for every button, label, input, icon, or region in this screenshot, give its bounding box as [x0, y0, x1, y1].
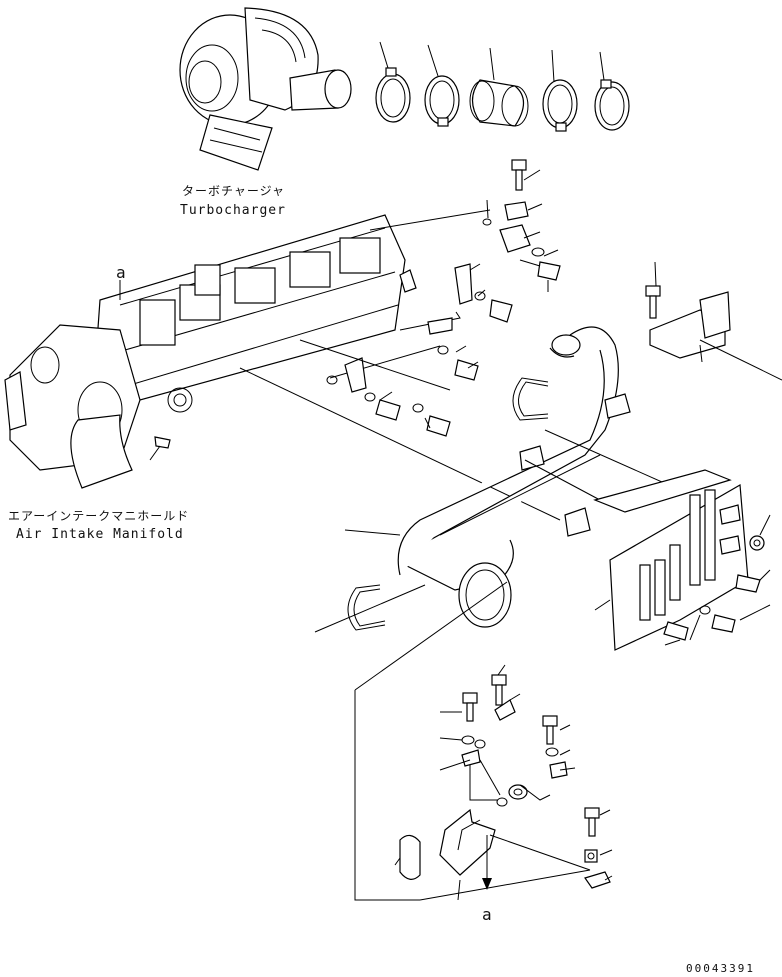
pipe-clamp: [519, 445, 545, 471]
hose-clamp: [375, 67, 411, 123]
reference-a-detail: a: [482, 905, 492, 924]
nut: [549, 761, 568, 779]
mounting-plate: [593, 469, 749, 651]
turbocharger-label-en: Turbocharger: [180, 203, 286, 218]
bolt: [711, 614, 736, 633]
sensor: [399, 269, 417, 293]
bolt: [462, 692, 478, 722]
washer: [437, 345, 449, 355]
bracket: [584, 871, 611, 889]
bolt: [454, 359, 479, 381]
washer: [496, 797, 508, 807]
manifold-label-en: Air Intake Manifold: [16, 527, 184, 542]
washer: [699, 605, 711, 615]
bracket: [649, 291, 731, 359]
manifold-label-jp: エアーインテークマニホールド: [8, 509, 189, 523]
reference-arrow: [482, 835, 492, 890]
hose-clamp: [542, 79, 578, 132]
reference-a-manifold: a: [116, 263, 126, 282]
air-pipe: [397, 326, 619, 628]
washer: [326, 375, 338, 385]
bolt: [519, 259, 561, 281]
washer: [474, 739, 486, 749]
turbocharger-label-jp: ターボチャージャ: [182, 184, 285, 198]
nut: [749, 535, 765, 551]
bracket: [329, 345, 441, 393]
hose-clamp: [424, 75, 460, 127]
pipe-clamp: [604, 393, 631, 419]
bolt: [375, 399, 401, 421]
bolt: [491, 674, 507, 706]
bracket: [461, 749, 481, 767]
bolt: [584, 807, 600, 837]
bracket: [399, 311, 461, 335]
intake-hose: [469, 79, 529, 127]
bracket: [494, 699, 516, 721]
bolt: [645, 285, 661, 319]
washer: [474, 291, 486, 301]
bolt: [542, 715, 558, 745]
washer: [482, 218, 492, 226]
pipe-clamp: [564, 507, 591, 537]
bolt: [735, 574, 761, 593]
washer: [461, 735, 475, 745]
u-bolt: [347, 584, 386, 631]
bolt: [489, 299, 513, 323]
sensor: [499, 201, 545, 257]
drawing-number: 00043391: [686, 962, 755, 975]
bracket: [439, 808, 496, 876]
pipe-clamp: [399, 834, 421, 880]
washer: [364, 392, 376, 402]
washer: [412, 403, 424, 413]
u-bolt: [512, 377, 549, 421]
bolt: [426, 415, 451, 437]
nut: [584, 849, 598, 863]
bracket: [454, 263, 473, 305]
hose-clamp: [594, 79, 630, 131]
air-intake-manifold: [4, 214, 406, 489]
turbocharger: [179, 7, 352, 171]
bolt: [663, 621, 689, 641]
washer: [508, 784, 528, 800]
washer: [545, 747, 559, 757]
bolt: [511, 159, 527, 191]
